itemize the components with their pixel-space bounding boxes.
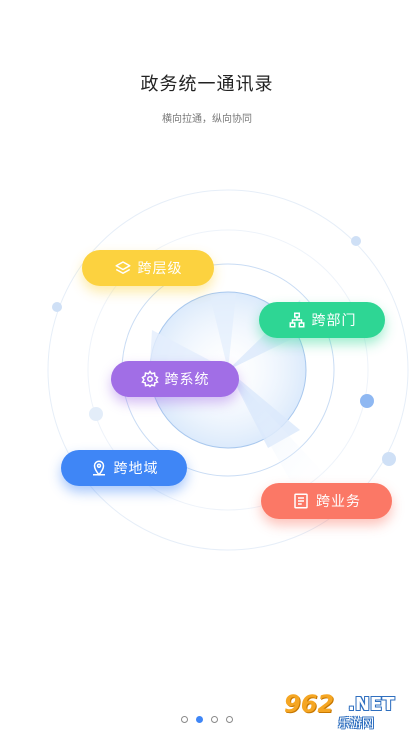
feature-cross-system: 跨系统 [111, 361, 239, 397]
watermark-sub: 乐游网 [338, 716, 375, 730]
page-title: 政务统一通讯录 [140, 74, 274, 95]
feature-cross-region: 跨地域 [61, 450, 187, 486]
org-chart-icon [288, 311, 306, 329]
feature-label: 跨层级 [137, 261, 183, 277]
site-watermark: 962 .NET 乐游网 [278, 690, 408, 732]
feature-cross-business: 跨业务 [261, 483, 392, 519]
feature-label: 跨部门 [311, 313, 357, 329]
gear-icon [140, 370, 159, 388]
page-dot-4[interactable] [226, 716, 233, 723]
feature-cross-level: 跨层级 [82, 250, 214, 286]
layers-icon [114, 259, 132, 277]
page-dot-1[interactable] [181, 716, 188, 723]
watermark-net: .NET [348, 694, 395, 715]
book-icon [292, 492, 310, 510]
feature-label: 跨地域 [113, 461, 159, 477]
feature-label: 跨业务 [316, 494, 361, 510]
page-dot-2[interactable] [196, 716, 203, 723]
feature-cross-department: 跨部门 [259, 302, 385, 338]
page-dot-3[interactable] [211, 716, 218, 723]
feature-label: 跨系统 [164, 372, 210, 388]
watermark-number: 962 [284, 690, 335, 718]
page-indicator [0, 716, 414, 723]
location-pin-icon [90, 459, 108, 477]
page-subtitle: 横向拉通，纵向协同 [162, 114, 252, 125]
